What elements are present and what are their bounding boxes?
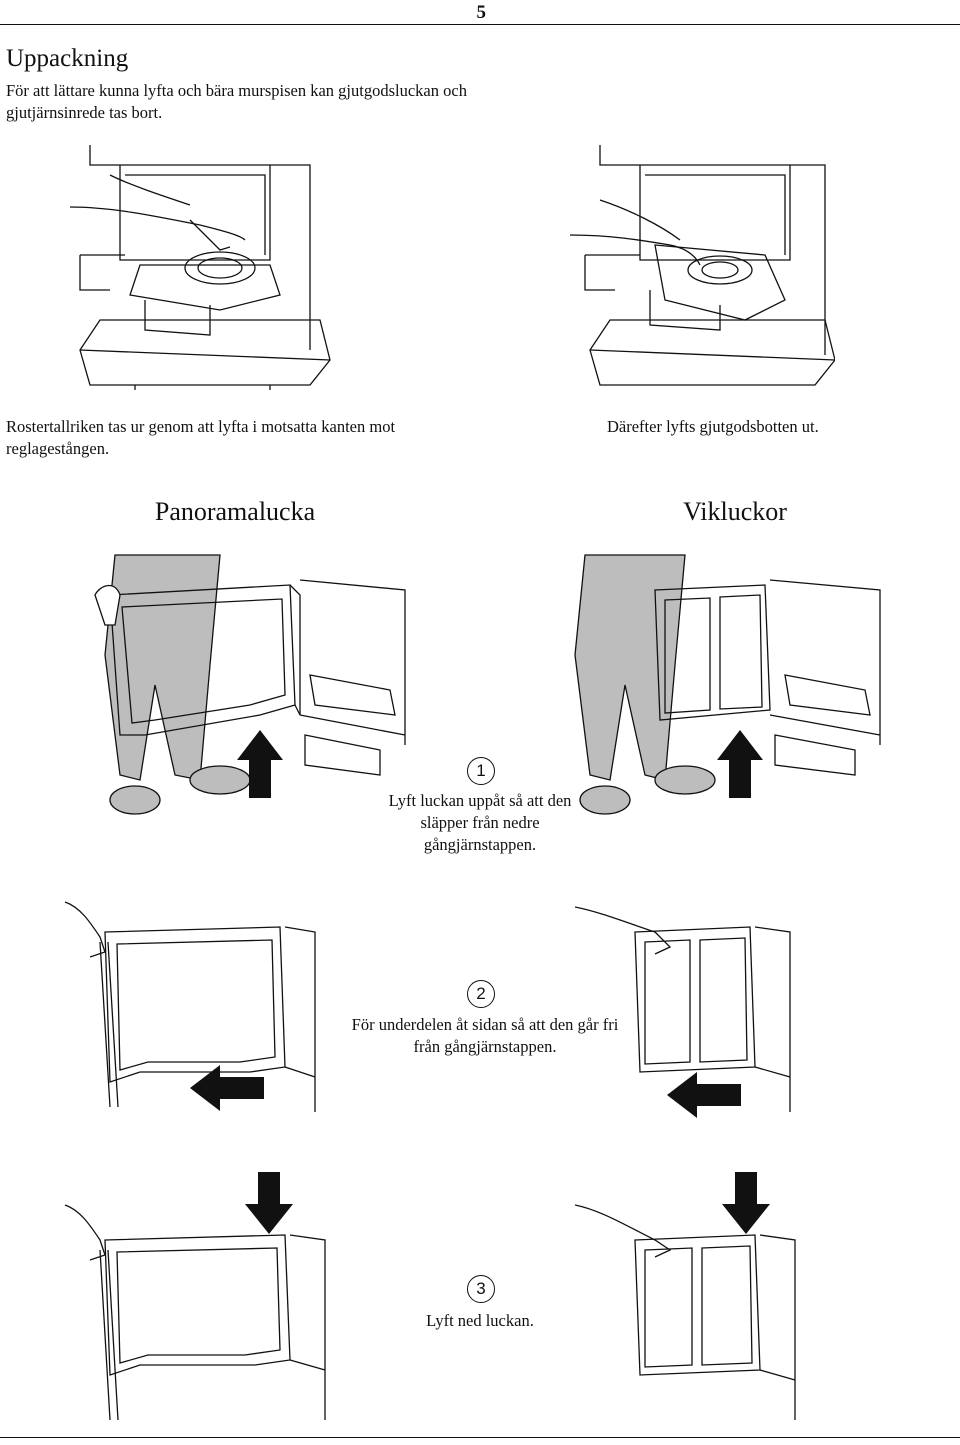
step-2-text: För underdelen åt sidan så att den går f… (351, 1015, 619, 1056)
top-rule (0, 24, 960, 25)
caption-right: Därefter lyfts gjutgodsbotten ut. (607, 417, 819, 436)
panorama-step-3-illustration (60, 1195, 330, 1425)
arrow-up-icon (237, 730, 283, 798)
step-1-text: Lyft luckan uppåt så att den släpper frå… (388, 791, 572, 854)
heading-vikluckor: Vikluckor (683, 497, 787, 526)
page-number: 5 (476, 2, 487, 23)
step-2-number: 2 (467, 980, 495, 1008)
heading-panoramalucka: Panoramalucka (154, 497, 316, 526)
section-intro: För att lättare kunna lyfta och bära mur… (6, 81, 467, 122)
bottom-rule (0, 1437, 960, 1438)
stove-remove-grate-illustration (70, 135, 335, 390)
step-1-number: 1 (467, 757, 495, 785)
arrow-left-icon (190, 1065, 264, 1111)
vikluckor-step-3-illustration (575, 1195, 800, 1425)
panorama-step-1-illustration (60, 535, 410, 825)
arrow-left-icon (667, 1072, 741, 1118)
caption-left: Rostertallriken tas ur genom att lyfta i… (6, 417, 396, 458)
step-3-text: Lyft ned luckan. (426, 1311, 534, 1330)
arrow-down-icon (722, 1172, 770, 1234)
arrow-up-icon (717, 730, 763, 798)
vikluckor-step-2-illustration (575, 892, 795, 1122)
section-title: Uppackning (6, 45, 129, 72)
step-3-number: 3 (467, 1275, 495, 1303)
panorama-step-2-illustration (60, 892, 320, 1122)
arrow-down-icon (245, 1172, 293, 1234)
vikluckor-step-1-illustration (565, 535, 885, 825)
stove-lift-bottom-illustration (570, 140, 835, 395)
